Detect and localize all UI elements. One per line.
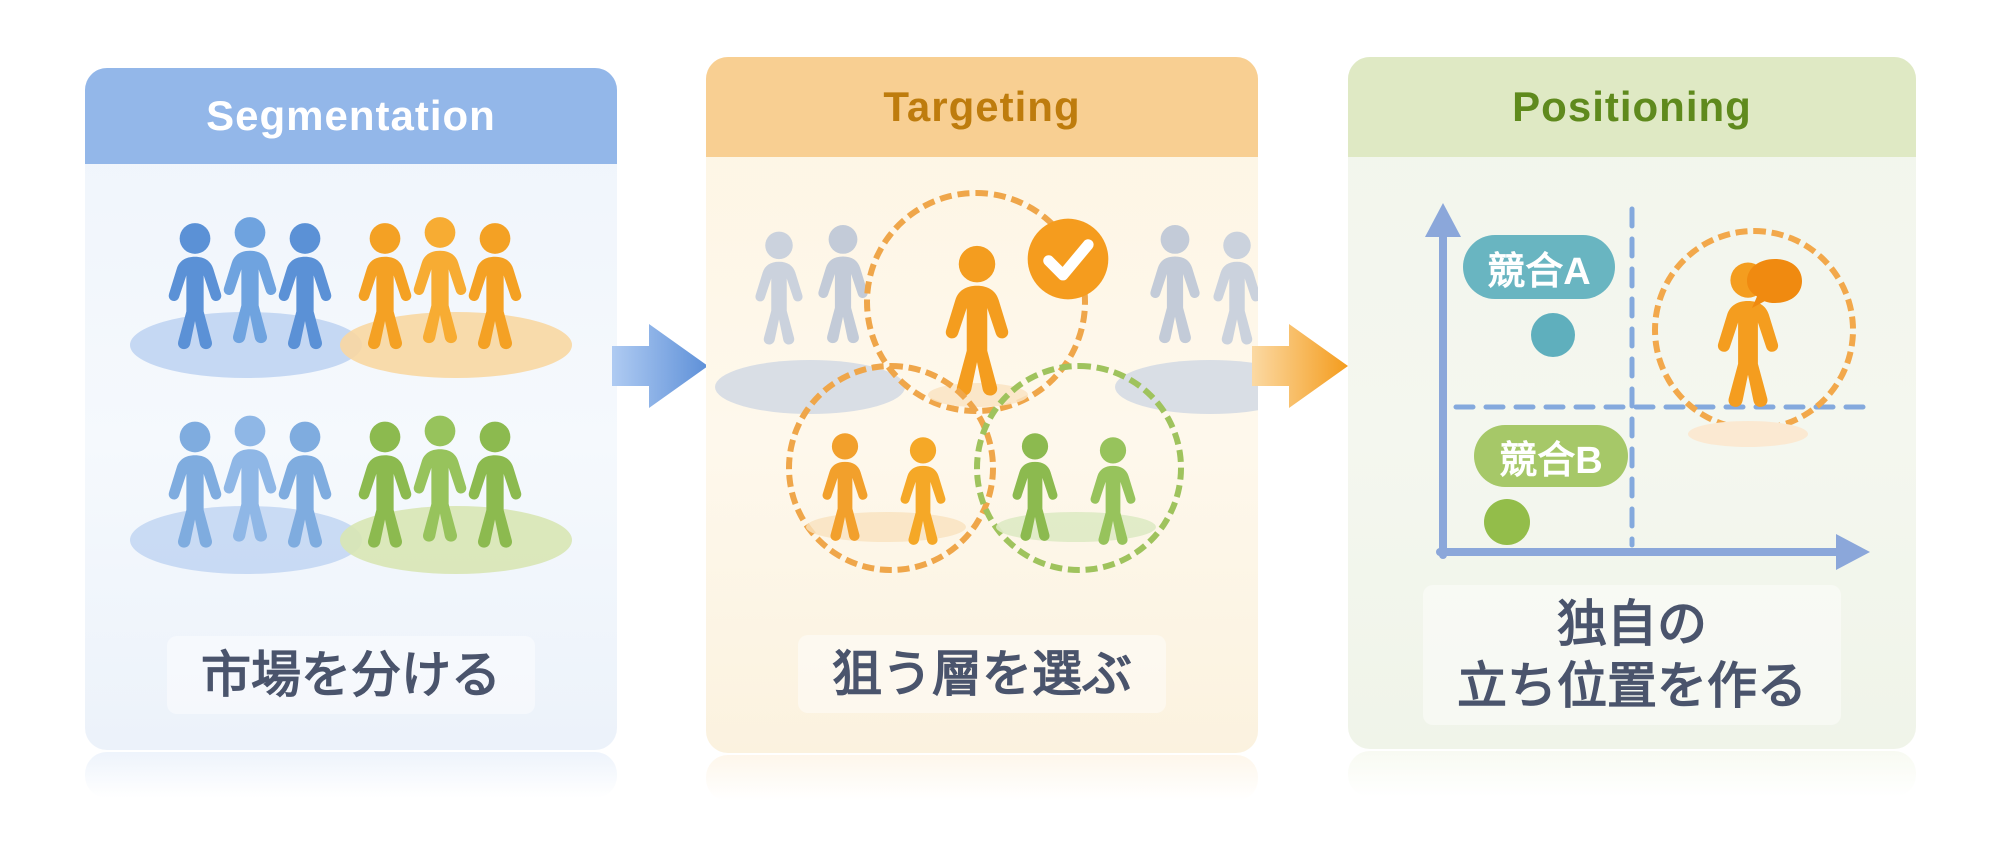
panel-reflection xyxy=(706,755,1258,801)
positioning-map: 競合A 競合B 独自の 立ち位置を作る xyxy=(1348,157,1916,749)
x-axis-arrow-icon xyxy=(1836,534,1870,570)
person-icon xyxy=(168,421,222,548)
target-circle-green xyxy=(974,363,1184,573)
panel-reflection xyxy=(1348,751,1916,797)
competitor-a-label: 競合A xyxy=(1487,250,1591,293)
segmentation-title: Segmentation xyxy=(206,92,496,139)
speech-bubble-icon xyxy=(1747,259,1802,308)
check-icon xyxy=(1027,218,1109,300)
positioning-caption: 独自の 立ち位置を作る xyxy=(1348,585,1916,725)
own-position-shadow xyxy=(1688,421,1808,447)
arrow-right-icon xyxy=(1252,324,1348,408)
person-icon xyxy=(358,223,412,350)
targeting-title: Targeting xyxy=(883,83,1081,130)
positioning-caption-line2: 立ち位置を作る xyxy=(1457,658,1807,714)
arrow-right-icon xyxy=(612,324,708,408)
person-icon xyxy=(168,223,222,350)
segmentation-header: Segmentation xyxy=(85,68,617,164)
targeting-header: Targeting xyxy=(706,57,1258,157)
positioning-caption-line1: 独自の xyxy=(1557,596,1707,652)
person-icon xyxy=(1012,433,1058,541)
person-icon xyxy=(358,421,412,548)
positioning-title: Positioning xyxy=(1512,83,1752,130)
person-icon xyxy=(468,223,522,350)
segmentation-caption-text: 市場を分ける xyxy=(167,636,535,714)
targeting-caption-text: 狙う層を選ぶ xyxy=(798,635,1166,713)
person-icon xyxy=(1150,225,1200,344)
competitor-b-dot xyxy=(1484,499,1530,545)
competitor-a-pill: 競合A xyxy=(1463,235,1615,299)
segmentation-illustration: 市場を分ける xyxy=(85,164,617,750)
person-icon xyxy=(1090,437,1136,545)
segmentation-caption: 市場を分ける xyxy=(85,636,617,714)
competitor-a-dot xyxy=(1531,313,1575,357)
person-icon xyxy=(900,437,946,545)
segmentation-panel: Segmentation 市場を分ける xyxy=(85,68,617,750)
targeting-panel: Targeting 狙う層を選ぶ xyxy=(706,57,1258,753)
person-icon xyxy=(468,421,522,548)
positioning-panel: Positioning 競合A 競合B xyxy=(1348,57,1916,749)
competitor-b-pill: 競合B xyxy=(1474,425,1628,487)
positioning-header: Positioning xyxy=(1348,57,1916,157)
targeting-illustration: 狙う層を選ぶ xyxy=(706,157,1258,753)
panel-reflection xyxy=(85,752,617,798)
person-icon xyxy=(822,433,868,541)
competitor-b-label: 競合B xyxy=(1499,439,1603,482)
y-axis-arrow-icon xyxy=(1425,203,1461,237)
positioning-caption-text: 独自の 立ち位置を作る xyxy=(1423,585,1841,725)
targeting-caption: 狙う層を選ぶ xyxy=(706,635,1258,713)
